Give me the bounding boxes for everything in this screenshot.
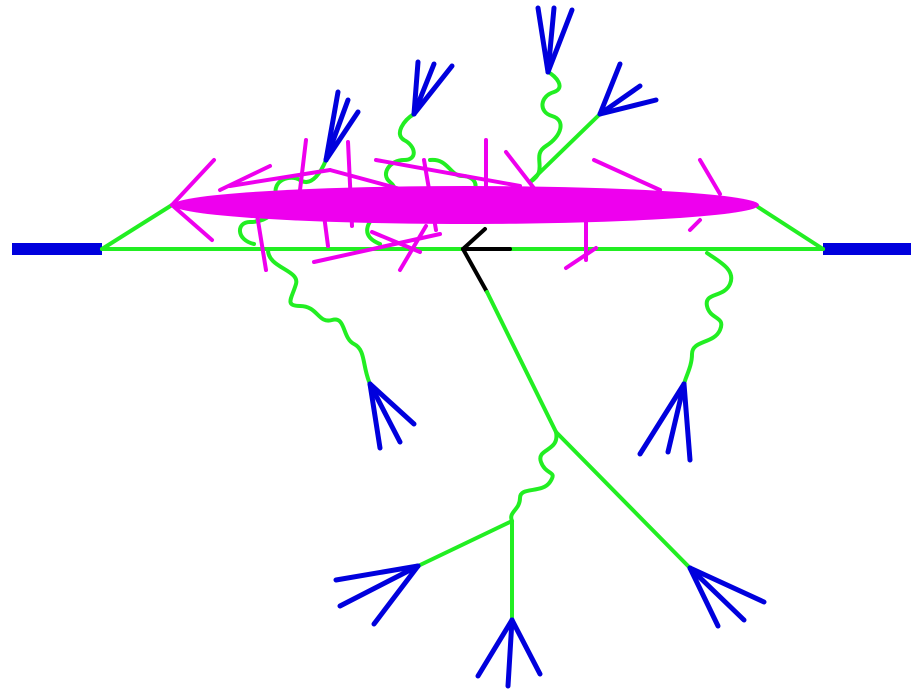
- gluon-coil-icon: [365, 112, 416, 246]
- jet-line: [485, 290, 558, 434]
- hard-vertex: [461, 227, 512, 294]
- left-incoming-line: [100, 203, 174, 251]
- jet-branch-right: [554, 430, 692, 570]
- gluon-coil-icon: [509, 430, 559, 523]
- gluon-coil-icon: [682, 251, 734, 386]
- cluster-strands: [170, 138, 722, 272]
- hadron-fan-icon: [475, 617, 543, 689]
- hadron-fan-icon: [323, 89, 361, 163]
- jet-branch-left: [416, 519, 514, 568]
- hadron-fan-icon: [367, 381, 417, 451]
- right-incoming-line: [756, 205, 825, 251]
- hadron-fan-icon: [411, 59, 455, 117]
- gluon-coil-icon: [528, 70, 563, 184]
- gluon-coil-icon: [266, 248, 372, 386]
- hadron-fan-icon: [333, 563, 421, 627]
- hadron-fan-icon: [535, 5, 575, 75]
- cluster-ellipse: [173, 186, 759, 224]
- hadron-fan-icon: [687, 565, 767, 629]
- hadron-fan-icon: [637, 381, 693, 463]
- hadron-fan-icon: [597, 61, 659, 117]
- upper-branch-line: [528, 112, 602, 184]
